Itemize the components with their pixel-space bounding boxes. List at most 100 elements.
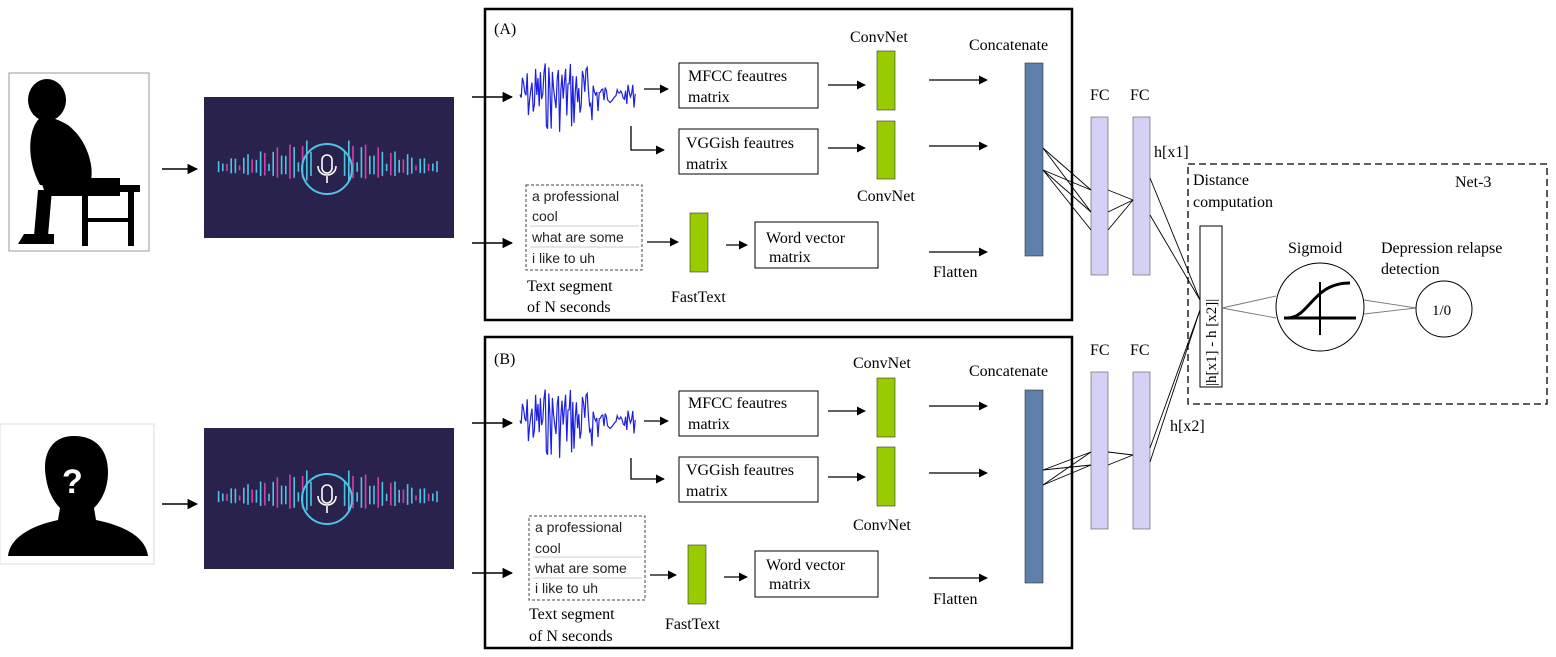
audio-bar [390,152,392,176]
audio-bar [398,159,400,173]
audio-bar [398,489,400,503]
audio-bar [264,482,266,506]
audio-bar [293,147,295,178]
transcript-line: a professional [532,188,619,204]
vggish-box [678,456,819,503]
audio-bar [356,162,358,172]
transcript-line: i like to uh [535,580,598,596]
mfcc-box [678,62,819,109]
audio-bar [352,145,354,179]
audio-bar [222,493,224,502]
vggish-label-line2: matrix [686,483,728,500]
waveform-icon [519,389,636,458]
audio-bar [272,481,274,506]
audio-bar [230,158,232,174]
audio-bar [360,477,363,508]
audio-bar [217,161,220,173]
transcript-line: what are some [531,229,624,245]
fc-layers: FC FC FC FC h[ [1042,87,1205,530]
text-segment-label-line2: of N seconds [529,628,613,645]
audio-bar [381,481,384,506]
word-vector-label-line2: matrix [769,249,811,266]
audio-bar [411,487,413,504]
audio-bar [289,474,291,509]
word-vector-label-line1: Word vector [766,557,846,574]
audio-bar [356,492,358,502]
output-label-line2: detection [1381,261,1440,278]
microphone-icon [317,484,337,513]
audio-bar [255,159,258,173]
audio-bar [364,474,367,509]
transcript-line: cool [532,208,558,224]
audio-bar [289,144,291,179]
audio-bar [348,470,350,511]
audio-bar [343,151,346,176]
distance-block [1199,225,1223,388]
audio-bar [234,488,237,504]
audio-bar [415,165,417,171]
h-x1-label: h[x1] [1154,144,1189,161]
audio-bar [360,147,363,178]
convnet-block [876,377,896,438]
audio-bar [377,147,379,178]
audio-bar [385,163,388,172]
output-node [1415,280,1473,338]
audio-bar [381,151,384,176]
audio-bar [272,151,274,176]
audio-bar [390,482,392,506]
audio-bar [230,488,232,504]
audio-bar [264,152,266,176]
audio-bar [419,158,421,174]
audio-bar [385,493,388,502]
transcript-line: what are some [534,560,627,576]
audio-bar [348,140,350,181]
audio-bar [226,493,228,502]
audio-bar [402,159,405,173]
fasttext-label: FastText [665,616,720,633]
fasttext-label: FastText [671,289,726,306]
audio-bar [247,154,249,175]
transcript-line: i like to uh [532,250,595,266]
audio-bar [226,163,228,172]
person-b-icon: ? [0,423,155,565]
audio-bar [432,163,434,172]
audio-bar [419,488,421,504]
fc-label: FC [1130,342,1150,359]
audio-bar [247,484,249,505]
mfcc-label-line2: matrix [688,89,730,106]
audio-bar [297,492,300,502]
fc-label: FC [1130,87,1150,104]
convnet-top-label: ConvNet [850,29,908,46]
audio-bar [234,158,237,174]
audio-bar [268,163,270,172]
audio-bar [423,488,426,504]
distance-formula: |h[x1] - h [x2]| [1204,299,1220,386]
audio-bar [402,489,405,503]
fc-block [1132,116,1151,276]
concatenate-label: Concatenate [969,37,1048,54]
audio-bar [394,481,396,507]
microphone-icon [317,154,337,183]
panel-b: (B) MFCC feautres matrix VGGish feautres… [472,335,1074,650]
audio-bar [276,477,279,508]
audio-bar [352,475,354,509]
audio-bar [238,165,241,171]
audio-bar [436,161,438,173]
audio-bar [222,163,224,172]
audio-bar [280,485,283,505]
convnet-block [876,120,896,180]
audio-bar [259,151,262,177]
h-x2-label: h[x2] [1170,418,1205,435]
audio-bar [423,158,426,174]
audio-bar [377,477,379,508]
audio-recording-icon [204,97,454,238]
word-vector-label-line2: matrix [769,576,811,593]
audio-bar [259,481,262,507]
audio-bar [280,155,283,175]
waveform-icon [519,63,636,132]
sigmoid-label: Sigmoid [1288,240,1342,257]
distance-label-line1: Distance [1193,172,1249,189]
output-label-line1: Depression relapse [1381,240,1502,257]
audio-bar [364,144,367,179]
